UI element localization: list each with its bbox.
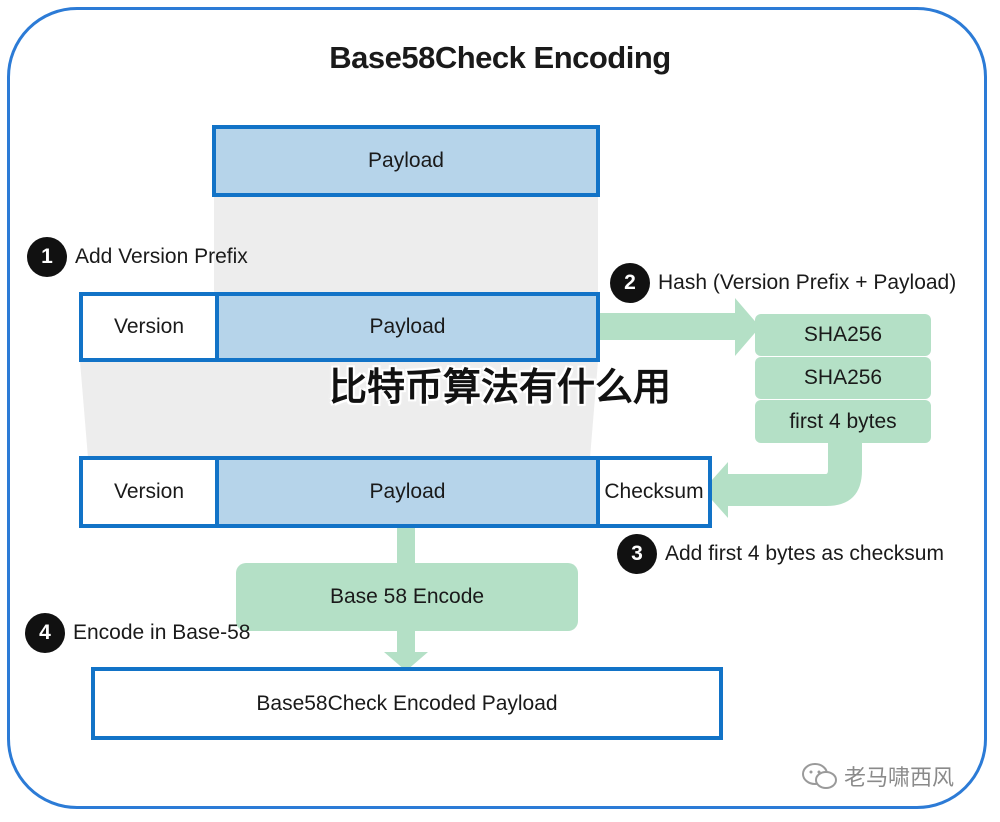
funnel-middle bbox=[80, 361, 598, 458]
encoded-payload-box: Base58Check Encoded Payload bbox=[91, 667, 723, 740]
step-1-label: Add Version Prefix bbox=[75, 245, 248, 268]
bottom-version-box: Version bbox=[79, 456, 219, 528]
bottom-payload-label: Payload bbox=[369, 480, 446, 503]
top-payload-box: Payload bbox=[212, 125, 600, 197]
base58-encode-label: Base 58 Encode bbox=[329, 585, 485, 608]
step-1-number: 1 bbox=[27, 237, 67, 277]
step-4-label: Encode in Base-58 bbox=[73, 621, 251, 644]
checksum-box: Checksum bbox=[596, 456, 712, 528]
step-2-number: 2 bbox=[610, 263, 650, 303]
bottom-payload-box: Payload bbox=[215, 456, 600, 528]
middle-payload-box: Payload bbox=[215, 292, 600, 362]
step-4-number: 4 bbox=[25, 613, 65, 653]
watermark: 老马啸西风 bbox=[800, 760, 954, 792]
base58-encode-box: Base 58 Encode bbox=[236, 563, 578, 631]
encode-stem bbox=[397, 527, 415, 567]
hash-arrow bbox=[598, 298, 760, 356]
encoded-payload-label: Base58Check Encoded Payload bbox=[256, 691, 558, 715]
middle-version-box: Version bbox=[79, 292, 219, 362]
step-3-label: Add first 4 bytes as checksum bbox=[665, 542, 944, 565]
overlay-caption: 比特币算法有什么用 bbox=[328, 367, 671, 409]
first-4-bytes-box: first 4 bytes bbox=[755, 400, 931, 443]
watermark-text: 老马啸西风 bbox=[844, 765, 955, 790]
sha256-label-1: SHA256 bbox=[803, 323, 883, 346]
step-3: 3 Add first 4 bytes as checksum bbox=[617, 534, 944, 574]
funnel-top bbox=[214, 197, 598, 293]
sha256-box-1: SHA256 bbox=[755, 314, 931, 356]
middle-payload-label: Payload bbox=[369, 315, 446, 338]
first-4-bytes-label: first 4 bytes bbox=[789, 409, 897, 433]
step-2-label: Hash (Version Prefix + Payload) bbox=[658, 271, 957, 294]
step-1: 1 Add Version Prefix bbox=[27, 237, 248, 277]
step-2: 2 Hash (Version Prefix + Payload) bbox=[610, 263, 956, 303]
bottom-version-label: Version bbox=[113, 480, 185, 503]
sha256-label-2: SHA256 bbox=[803, 366, 883, 389]
diagram-title: Base58Check Encoding bbox=[329, 40, 671, 75]
top-payload-label: Payload bbox=[368, 149, 444, 172]
middle-version-label: Version bbox=[113, 315, 185, 338]
checksum-label: Checksum bbox=[604, 480, 704, 503]
diagram-frame bbox=[7, 7, 987, 809]
result-arrow bbox=[384, 630, 428, 671]
checksum-arrow bbox=[703, 443, 862, 518]
sha256-box-2: SHA256 bbox=[755, 357, 931, 399]
wechat-icon bbox=[802, 763, 837, 789]
step-4: 4 Encode in Base-58 bbox=[25, 613, 250, 653]
step-3-number: 3 bbox=[617, 534, 657, 574]
